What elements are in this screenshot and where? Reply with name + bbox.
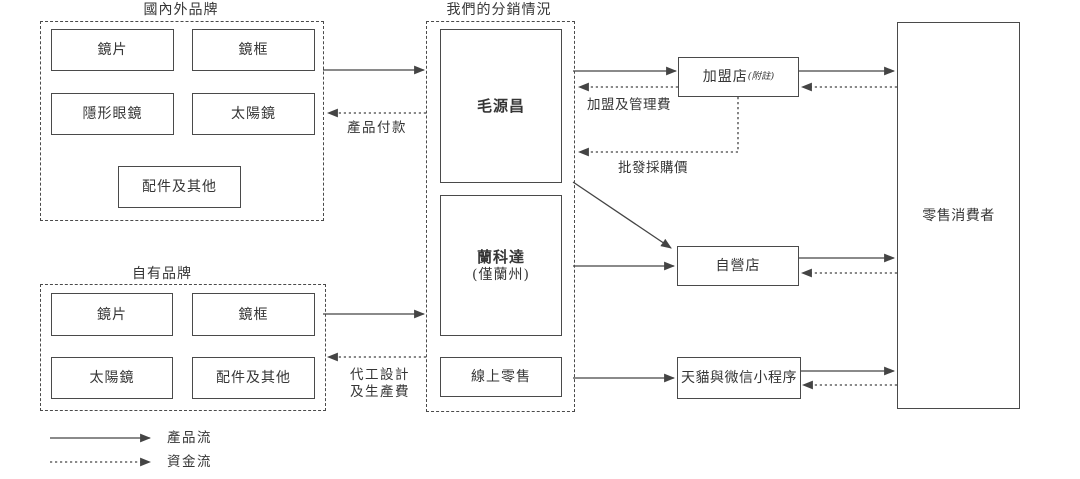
brands-top-title: 國內外品牌: [143, 2, 219, 18]
self-operated-store-box: 自營店: [677, 246, 799, 286]
franchise-store-label: 加盟店: [702, 69, 748, 85]
franchise-management-fee-label: 加盟及管理費: [587, 97, 671, 113]
brands-own-frames-box: 鏡框: [192, 293, 315, 336]
ecommerce-box: 天貓與微信小程序: [677, 357, 801, 399]
legend-product-flow-label: 產品流: [167, 430, 212, 446]
online-retail-box: 線上零售: [440, 357, 562, 397]
brands-top-sunglasses-box: 太陽鏡: [192, 93, 315, 135]
brands-top-group: [40, 21, 324, 221]
franchise-store-box: 加盟店(附註): [678, 57, 799, 97]
brands-top-lens-box: 鏡片: [51, 29, 174, 71]
franchise-store-note: (附註): [747, 71, 775, 82]
product-payment-label: 產品付款: [347, 120, 407, 136]
wholesale-purchase-price-label: 批發採購價: [618, 160, 688, 176]
brands-top-accessories-box: 配件及其他: [118, 166, 241, 208]
arrow-maoyuanchang-to-selfoperated: [572, 181, 672, 249]
brands-top-contact-lenses-box: 隱形眼鏡: [51, 93, 174, 135]
oem-fee-label-line2: 及生產費: [350, 384, 410, 400]
brands-own-title: 自有品牌: [132, 266, 192, 282]
lankeda-label: 蘭科達: [476, 247, 525, 266]
maoyuanchang-box: 毛源昌: [440, 29, 562, 183]
oem-fee-label-line1: 代工設計: [350, 367, 410, 383]
retail-consumer-box: 零售消費者: [897, 22, 1020, 409]
distribution-title: 我們的分銷情況: [446, 2, 552, 18]
brands-own-accessories-box: 配件及其他: [192, 357, 315, 399]
oem-fee-label: 代工設計 及生產費: [330, 367, 430, 401]
lankeda-note: (僅蘭州): [472, 266, 530, 283]
distribution-group: [426, 21, 575, 412]
brands-own-sunglasses-box: 太陽鏡: [51, 357, 173, 399]
brands-top-frames-box: 鏡框: [192, 29, 315, 71]
brands-own-group: [40, 284, 326, 411]
lankeda-box: 蘭科達 (僅蘭州): [440, 195, 562, 336]
legend-fund-flow-label: 資金流: [167, 454, 212, 470]
brands-own-lens-box: 鏡片: [51, 293, 173, 336]
